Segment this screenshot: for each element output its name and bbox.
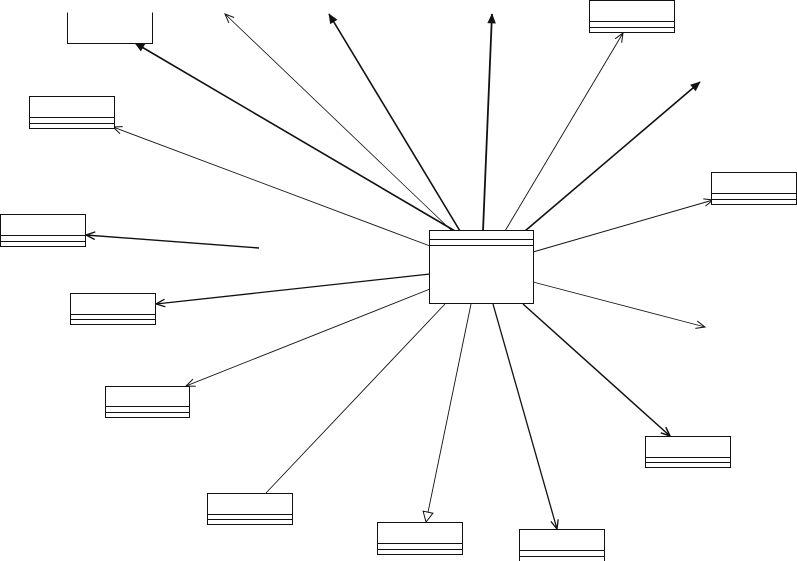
class-box-border [105, 386, 190, 418]
rel-top-left-line [134, 42, 456, 232]
class-box-border [70, 293, 156, 325]
class-box-border [377, 522, 463, 555]
open-arrowhead-icon [695, 320, 707, 329]
class-bottom-center-left-box[interactable] [377, 522, 463, 555]
class-box-background [429, 230, 534, 304]
class-top-left-box[interactable] [67, 12, 153, 44]
class-box-border [207, 493, 293, 525]
class-bottom-center-right-box[interactable] [519, 529, 605, 561]
rel-left-lower-line [185, 288, 431, 387]
filled-arrowhead-icon [487, 13, 496, 24]
rel-right-upper-connector [532, 198, 715, 253]
rel-up-dangling-connector [328, 13, 461, 232]
rel-left-floating-connector [84, 231, 260, 249]
class-left-lower-box[interactable] [105, 386, 190, 418]
class-box-border [29, 96, 115, 129]
rel-upper-left-line [112, 126, 431, 247]
rel-right-lower-connector [522, 303, 672, 438]
class-right-lower-box[interactable] [645, 436, 731, 468]
rel-upper-left-connector [111, 126, 431, 247]
class-box-border [67, 12, 153, 44]
class-box-background [519, 529, 605, 561]
rel-bottom-center-left-line [427, 303, 472, 513]
filled-arrowhead-icon [134, 42, 146, 52]
rel-left-lower-connector [184, 288, 431, 387]
open-arrowhead-icon [224, 13, 235, 24]
rel-top-left-connector [134, 42, 456, 232]
rel-right-lower-line [522, 303, 671, 437]
rel-up-dangling-line [328, 13, 461, 232]
rel-up-left-dangling-connector [224, 13, 453, 232]
class-top-right-box[interactable] [589, 0, 675, 33]
class-box-border [429, 230, 534, 304]
class-left-middle-box[interactable] [70, 293, 156, 325]
class-box-border [589, 0, 675, 33]
class-box-border [645, 436, 731, 468]
filled-arrowhead-icon [690, 81, 701, 92]
rel-up-right-dangling-connector [524, 81, 701, 232]
rel-up-left-dangling-line [224, 13, 453, 232]
rel-left-floating-line [85, 234, 260, 249]
rel-top-right-connector [504, 31, 624, 232]
relationship-layer [84, 13, 715, 531]
filled-arrowhead-icon [328, 13, 338, 25]
rel-top-right-line [504, 32, 624, 232]
rel-top-dangling-line [482, 13, 493, 232]
class-right-upper-box[interactable] [711, 172, 797, 205]
rel-right-upper-line [532, 199, 714, 253]
rel-bottom-center-left-connector [422, 303, 472, 524]
rel-left-middle-connector [154, 273, 431, 308]
class-box-border [519, 529, 605, 561]
rel-top-dangling-connector [482, 13, 496, 232]
rel-left-middle-line [155, 273, 431, 305]
class-box-background [67, 12, 153, 44]
hollow-triangle-arrowhead-icon [422, 510, 434, 524]
class-upper-left-box[interactable] [29, 96, 115, 129]
rel-bottom-center-right-line [492, 303, 558, 530]
rel-right-dangling-line [532, 281, 706, 328]
class-box-border [0, 214, 86, 247]
class-left-box[interactable] [0, 214, 86, 247]
hub-class-box[interactable] [429, 230, 534, 304]
rel-bottom-center-right-connector [492, 303, 559, 531]
class-bottom-left-box[interactable] [207, 493, 293, 525]
rel-right-dangling-connector [532, 281, 707, 329]
open-arrowhead-icon [614, 31, 624, 43]
rel-bottom-left-connector [265, 303, 446, 494]
rel-up-right-dangling-line [524, 81, 701, 232]
rel-bottom-left-line [265, 303, 446, 494]
